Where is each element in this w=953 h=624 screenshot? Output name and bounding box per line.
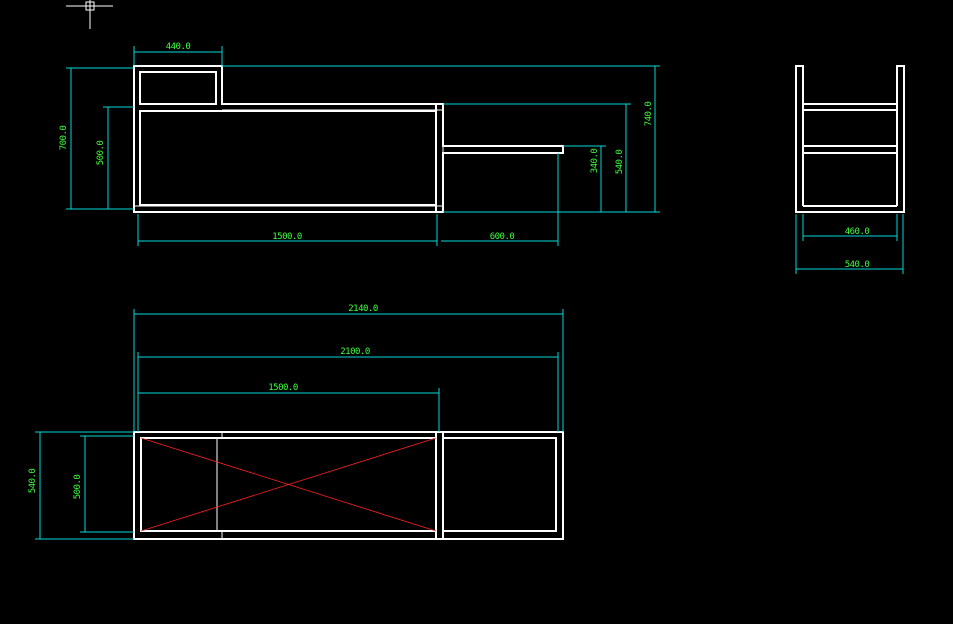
dimension-label: 2140.0	[348, 304, 378, 314]
dimension-label: 460.0	[845, 227, 870, 237]
dimension-inner-height: 500.0	[96, 106, 134, 209]
center-cross-marker	[140, 437, 437, 532]
front-view: 440.0 700.0 500.0 1500.0 600.0	[59, 42, 660, 246]
dimension-total-height: 740.0	[222, 65, 660, 213]
dimension-top-inner-length: 2100.0	[137, 347, 559, 432]
dimension-main-width: 1500.0	[137, 214, 438, 246]
dimension-label: 500.0	[96, 141, 106, 166]
dimension-extension-width: 600.0	[441, 153, 559, 246]
top-view: 2140.0 2100.0 1500.0 540.0 500.0	[28, 304, 564, 540]
dimension-label: 540.0	[615, 150, 625, 175]
dimension-top-width: 440.0	[133, 42, 223, 66]
dimension-label: 500.0	[73, 475, 83, 500]
top-view-frame	[133, 431, 564, 540]
dimension-label: 1500.0	[272, 232, 302, 242]
dimension-overall-height: 700.0	[59, 67, 134, 210]
dimension-label: 2100.0	[340, 347, 370, 357]
dimension-label: 540.0	[28, 469, 38, 494]
dimension-label: 540.0	[845, 260, 870, 270]
dimension-label: 1500.0	[268, 383, 298, 393]
dimension-label: 340.0	[590, 149, 600, 174]
dimension-label: 440.0	[166, 42, 191, 52]
dimension-shelf-height: 340.0	[563, 145, 606, 212]
side-view: 460.0 540.0	[795, 65, 905, 274]
dimension-label: 700.0	[59, 126, 69, 151]
side-view-frame	[795, 65, 905, 213]
dimension-top-outer-depth: 540.0	[28, 431, 134, 540]
dimension-side-inner-width: 460.0	[802, 214, 898, 241]
crosshair-cursor-icon	[66, 0, 113, 29]
front-view-frame	[133, 65, 564, 213]
dimension-label: 600.0	[490, 232, 515, 242]
dimension-label: 740.0	[644, 102, 654, 127]
dimension-top-total-length: 2140.0	[133, 304, 564, 432]
dimension-mid-height: 540.0	[443, 103, 631, 212]
dimension-top-inner-depth: 500.0	[73, 435, 134, 533]
dimension-top-section-length: 1500.0	[138, 383, 440, 432]
dimension-side-outer-width: 540.0	[795, 214, 904, 274]
